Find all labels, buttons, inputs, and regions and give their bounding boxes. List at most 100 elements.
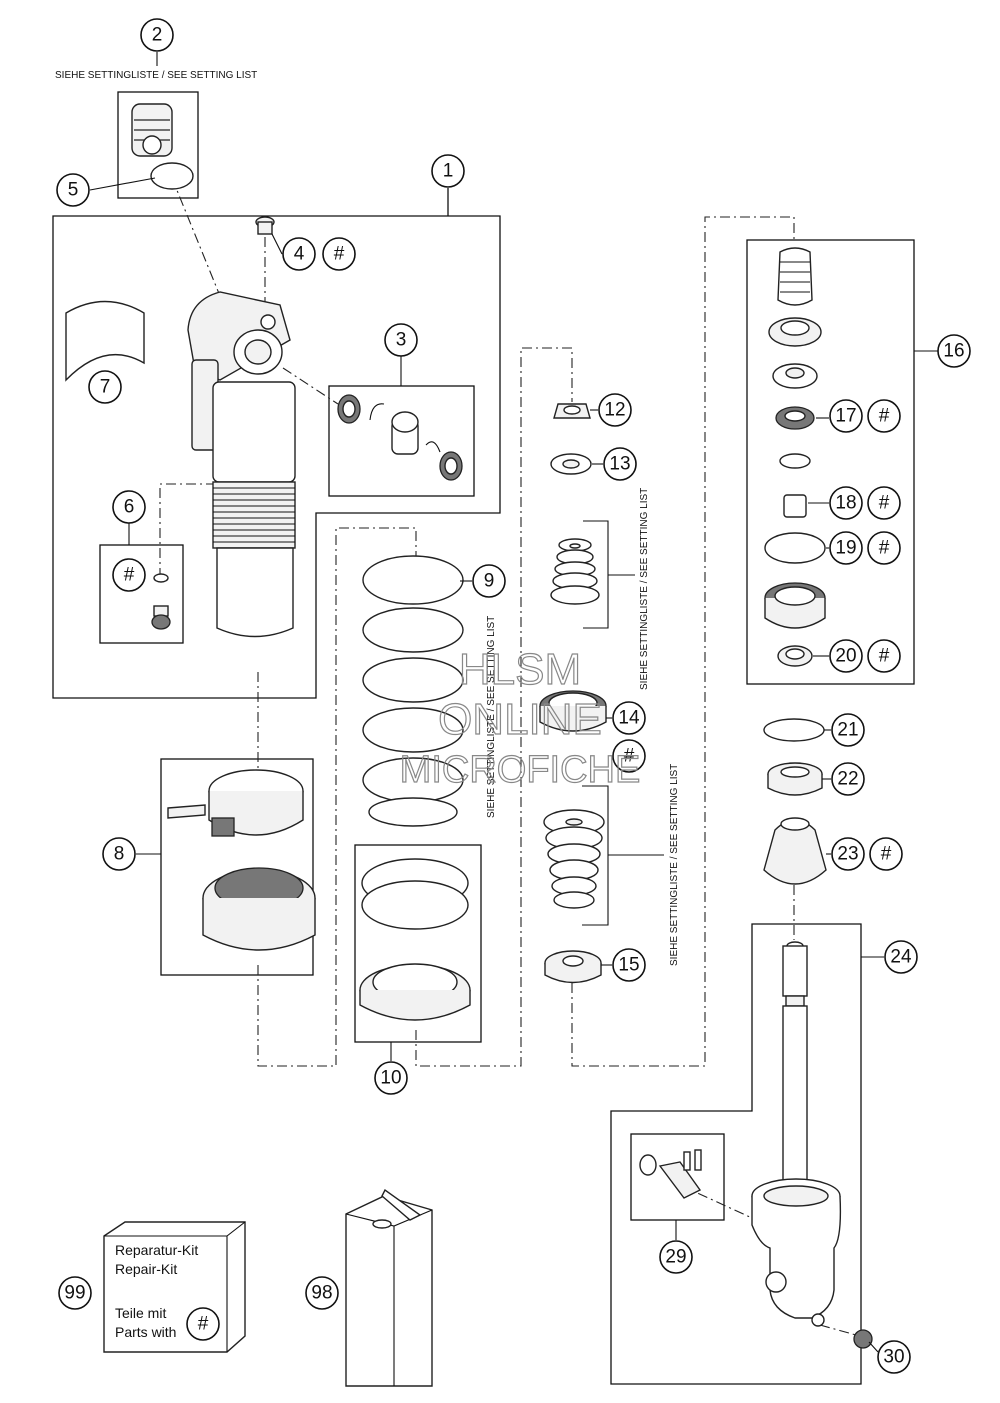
callout-7: 7 [88,370,122,404]
frame-group-16 [746,239,915,685]
callout-24: 24 [884,940,918,974]
svg-text:18: 18 [835,493,856,514]
repair-kit-line-3: Teile mit [115,1305,166,1321]
svg-text:29: 29 [665,1247,686,1268]
frame-group-24 [610,923,862,1385]
callout-19: 19 [829,531,863,565]
frame-group-29 [630,1133,725,1221]
callout-9: 9 [472,564,506,598]
callout-8: 8 [102,837,136,871]
svg-text:15: 15 [618,955,639,976]
hash-marker-repair-kit: # [186,1307,220,1341]
svg-text:7: 7 [100,377,111,398]
svg-text:1: 1 [443,161,454,182]
frame-group-8 [160,758,314,976]
hash-marker-20: # [867,639,901,673]
spring-retainer-illustration [359,858,471,1021]
svg-text:#: # [334,244,345,265]
setting-list-note-shims-top: SIEHE SETTINGLISTE / SEE SETTING LIST [639,488,650,690]
watermark-line-3: MICROFICHE [400,749,641,791]
callout-22: 22 [831,762,865,796]
svg-text:#: # [624,746,635,767]
repair-kit-line-1: Reparatur-Kit [115,1242,198,1258]
svg-text:8: 8 [114,844,125,865]
valve-screw-illustration [151,573,171,630]
callout-3: 3 [384,323,418,357]
watermark-line-2: ONLINE [438,695,602,744]
piston-14-illustration [539,690,607,732]
nut-15-illustration [544,950,602,984]
svg-text:#: # [879,646,890,667]
parts-21-23-illustration [763,718,827,885]
protector-sheet-illustration [65,300,145,382]
callout-1: 1 [431,154,465,188]
setting-list-note-shims-bottom: SIEHE SETTINGLISTE / SEE SETTING LIST [669,764,680,966]
svg-text:6: 6 [124,497,135,518]
svg-text:4: 4 [294,244,305,265]
svg-text:#: # [881,844,892,865]
shim-stack-bottom-illustration [543,809,605,909]
repair-kit-line-2: Repair-Kit [115,1261,177,1277]
svg-text:20: 20 [835,646,856,667]
callout-16: 16 [937,334,971,368]
adjusting-ring-illustration [167,769,316,951]
callout-99: 99 [58,1276,92,1310]
svg-text:#: # [879,538,890,559]
svg-text:#: # [879,493,890,514]
callout-30: 30 [877,1340,911,1374]
hash-marker-14: # [612,739,646,773]
svg-text:24: 24 [890,947,912,968]
callout-5: 5 [56,173,90,207]
svg-text:14: 14 [618,708,640,729]
callout-10: 10 [374,1061,408,1095]
svg-text:#: # [124,565,135,586]
adjuster-part-illustration [131,103,194,190]
hash-marker-6: # [112,558,146,592]
frame-group-2 [117,91,199,199]
frame-group-10 [354,844,482,1043]
callout-12: 12 [598,393,632,427]
bushing-30-illustration [811,1313,873,1349]
callout-17: 17 [829,399,863,433]
callout-21: 21 [831,713,865,747]
callout-29: 29 [659,1240,693,1274]
callout-4: 4 [282,237,316,271]
setting-list-note-spring: SIEHE SETTINGLISTE / SEE SETTING LIST [486,616,497,818]
hash-marker-18: # [867,486,901,520]
callout-15: 15 [612,948,646,982]
svg-text:10: 10 [380,1068,401,1089]
hash-marker-23: # [869,837,903,871]
bearing-set-illustration [337,394,463,481]
svg-text:21: 21 [837,720,858,741]
nut-12-illustration [553,403,591,419]
svg-text:9: 9 [484,571,495,592]
watermark-line-1: HLSM [459,645,581,694]
spring-illustration [362,555,464,827]
group-16-parts-illustration [764,247,826,667]
callout-6: 6 [112,490,146,524]
svg-text:17: 17 [835,406,856,427]
svg-text:19: 19 [835,538,856,559]
washer-13-illustration [550,453,592,475]
callout-20: 20 [829,639,863,673]
callout-18: 18 [829,486,863,520]
svg-text:3: 3 [396,330,407,351]
svg-text:13: 13 [609,454,630,475]
shim-stack-top-illustration [550,538,600,605]
hash-marker-4: # [322,237,356,271]
callout-98: 98 [305,1276,339,1310]
svg-text:2: 2 [152,25,163,46]
callout-13: 13 [603,447,637,481]
setting-list-note-top: SIEHE SETTINGLISTE / SEE SETTING LIST [55,70,257,81]
screw-4-illustration [255,216,275,235]
svg-text:30: 30 [883,1347,904,1368]
frame-group-1 [52,188,501,699]
piston-rod-illustration [751,941,842,1319]
svg-text:22: 22 [837,769,858,790]
svg-text:16: 16 [943,341,964,362]
svg-text:#: # [879,406,890,427]
svg-text:12: 12 [604,400,625,421]
frame-group-6 [99,544,184,644]
oil-can-illustration [345,1188,433,1387]
